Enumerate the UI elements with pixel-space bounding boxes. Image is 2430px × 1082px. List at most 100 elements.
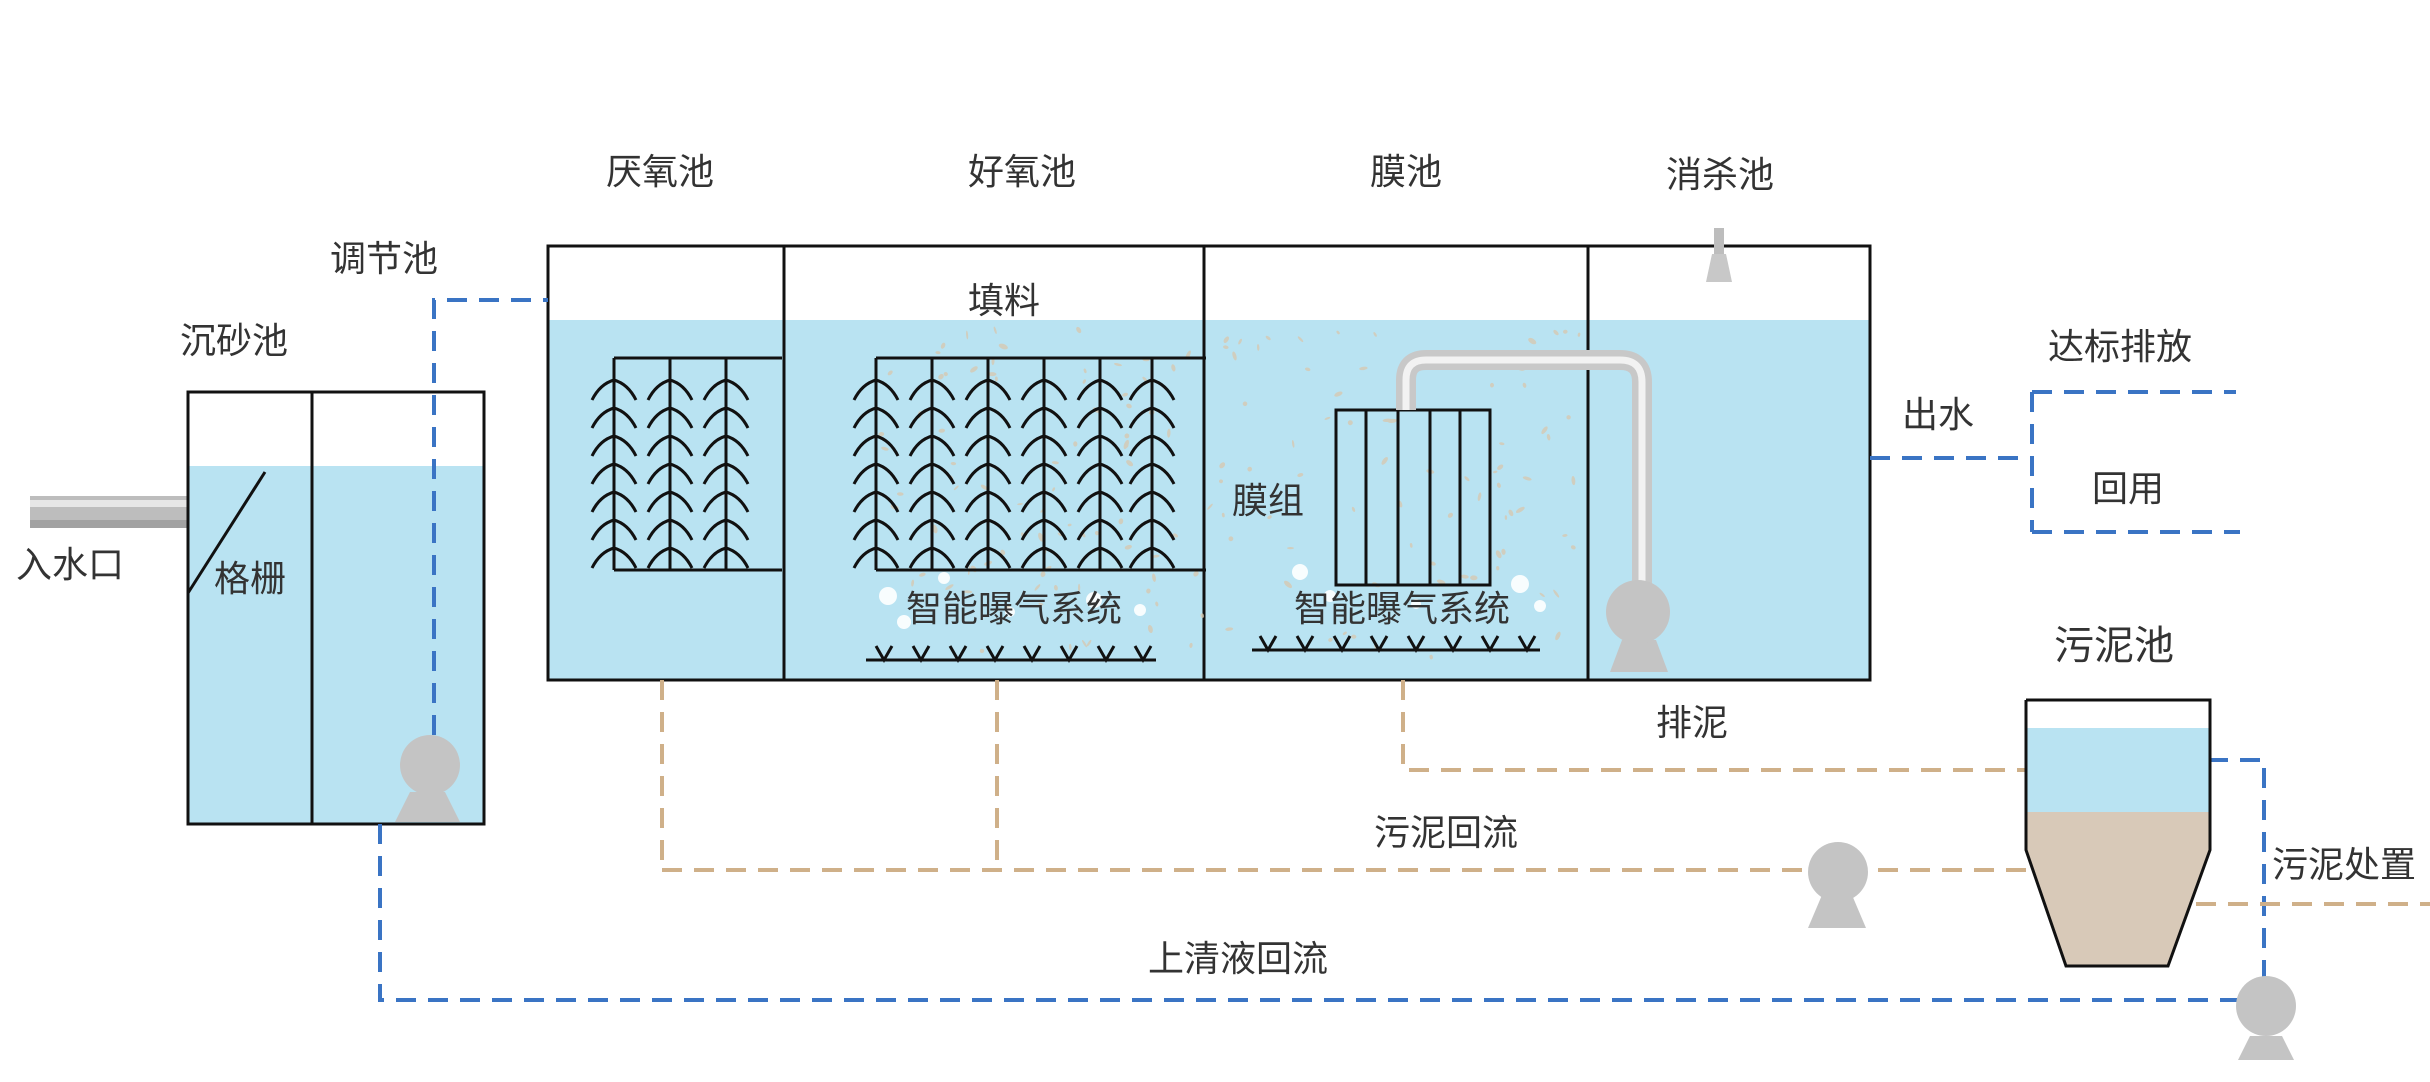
particle <box>1155 601 1159 607</box>
particle <box>1152 573 1156 582</box>
particle <box>1436 579 1446 585</box>
filler-strand <box>852 358 900 570</box>
particle <box>938 428 946 433</box>
particle <box>945 584 954 590</box>
particle <box>1447 512 1453 518</box>
particle <box>1267 515 1272 520</box>
particle <box>1126 460 1134 467</box>
diffuser-nozzle <box>1133 645 1153 664</box>
particle <box>1228 536 1234 542</box>
particle <box>1189 642 1193 648</box>
particle <box>1219 479 1223 484</box>
particle <box>1256 344 1260 351</box>
particle <box>1147 624 1153 634</box>
diffuser-nozzle <box>1295 635 1315 654</box>
particle <box>1017 503 1023 506</box>
particle <box>1563 329 1568 334</box>
particle <box>1083 368 1087 374</box>
sludge-discharge-label: 排泥 <box>1656 703 1729 744</box>
disinfection-nozzle-icon <box>1706 228 1732 282</box>
main-tank <box>546 244 1872 682</box>
particle <box>1081 639 1088 648</box>
diffuser-nozzle <box>985 645 1005 664</box>
particle <box>1225 627 1234 631</box>
particle <box>994 376 998 382</box>
particle <box>1051 461 1059 465</box>
particle <box>1297 473 1304 477</box>
filler-strand <box>1076 358 1124 570</box>
particle <box>1541 426 1548 435</box>
particle <box>1124 544 1132 550</box>
regulating-tank-label: 调节池 <box>330 239 439 280</box>
particle <box>1126 403 1132 409</box>
aeration-bubbles-membrane <box>1292 564 1546 612</box>
particle <box>1477 492 1482 502</box>
filler-strand <box>908 358 956 570</box>
particle <box>962 590 973 594</box>
particle <box>1082 379 1086 384</box>
filler-strand <box>590 358 638 570</box>
grit-chamber-label: 沉砂池 <box>180 321 289 362</box>
particle <box>1351 634 1357 639</box>
anaerobic-tank-label: 厌氧池 <box>606 152 715 193</box>
sludge-disposal-label: 污泥处置 <box>2272 845 2417 886</box>
membrane-module-label: 膜组 <box>1232 481 1305 522</box>
particle <box>1570 545 1576 550</box>
particle <box>1351 506 1356 512</box>
particle <box>1232 351 1237 361</box>
particle <box>1265 335 1271 341</box>
filler-strand <box>646 358 694 570</box>
particle <box>1373 332 1377 337</box>
reuse-label: 回用 <box>2092 469 2165 510</box>
sludge-return-pump-icon <box>1808 842 1868 928</box>
diffuser-nozzle <box>911 645 931 664</box>
diffuser-nozzle <box>874 645 894 664</box>
particle <box>1040 571 1046 578</box>
particle <box>1073 441 1078 447</box>
particle <box>1207 503 1213 510</box>
screen-label: 格栅 <box>214 559 287 600</box>
aeration-system-membrane-label: 智能曝气系统 <box>1294 589 1511 630</box>
diffuser-nozzle <box>1406 635 1426 654</box>
particle <box>1067 523 1072 527</box>
particle <box>1342 631 1347 636</box>
particle <box>878 431 885 437</box>
particle <box>1094 530 1099 536</box>
particle <box>1287 547 1294 550</box>
particle <box>1496 566 1500 571</box>
particle <box>1546 433 1551 441</box>
particle <box>881 446 889 451</box>
particle <box>919 572 926 577</box>
particle <box>950 461 957 466</box>
filler-strand <box>1128 358 1176 570</box>
particle <box>1528 337 1537 345</box>
diffuser-nozzle <box>1022 645 1042 664</box>
particle <box>1347 420 1353 426</box>
particle <box>1038 532 1044 542</box>
effluent-label: 出水 <box>1902 395 1975 436</box>
particle <box>1508 509 1514 517</box>
particle <box>1297 336 1304 343</box>
particle <box>1242 401 1248 407</box>
diffuser-nozzle <box>948 645 968 664</box>
particle <box>1053 585 1058 591</box>
particle <box>1381 457 1388 465</box>
aeration-bubbles-aerobic <box>879 572 1146 629</box>
particle <box>1076 326 1082 334</box>
filler-strand <box>1020 358 1068 570</box>
membrane-diffuser <box>1252 635 1540 654</box>
sludge-flow-lines <box>660 680 2430 906</box>
particle <box>1464 476 1470 482</box>
filler-strand <box>964 358 1012 570</box>
particle <box>1304 367 1311 372</box>
aerobic-tank-label: 好氧池 <box>968 152 1077 193</box>
particle <box>953 485 959 491</box>
diffuser-nozzle <box>1096 645 1116 664</box>
particle <box>1497 464 1504 470</box>
particle <box>1038 602 1044 606</box>
particle <box>1571 476 1576 486</box>
diffuser-nozzle <box>1517 635 1537 654</box>
particle <box>1562 534 1568 537</box>
particle <box>1086 639 1092 647</box>
particle <box>1522 476 1532 481</box>
